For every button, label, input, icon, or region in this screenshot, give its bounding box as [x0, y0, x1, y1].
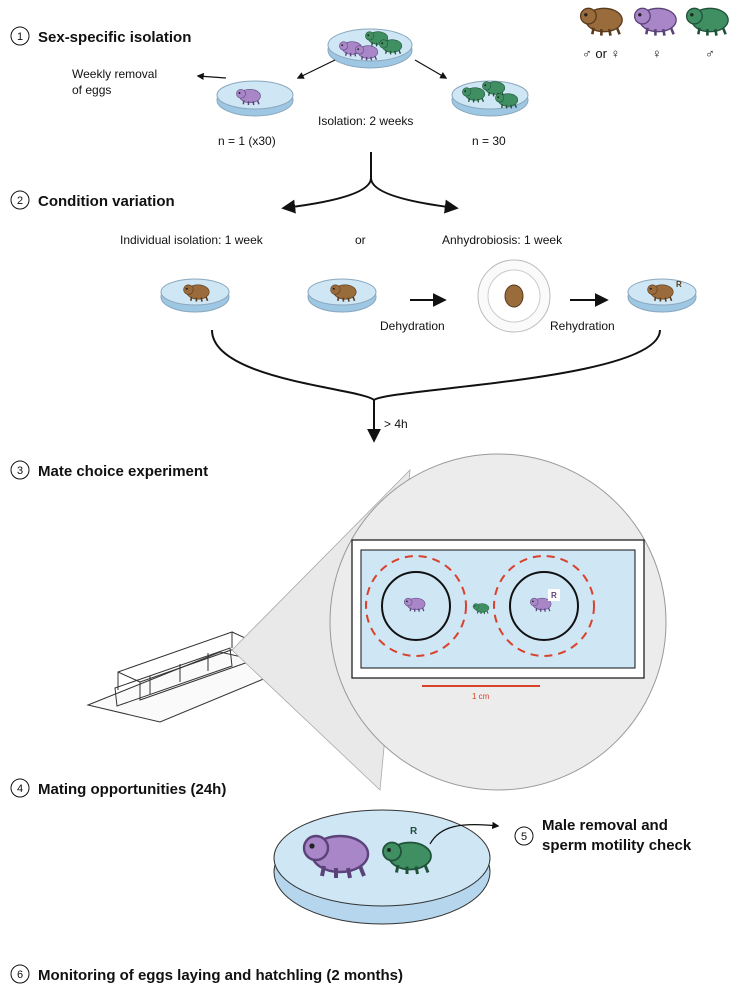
mating-dish: R — [273, 809, 491, 925]
legend: ♂ or ♀ ♀ ♂ — [579, 7, 730, 61]
rehydration-label: Rehydration — [550, 319, 615, 333]
single-dish — [216, 80, 294, 117]
r-mark-mating: R — [410, 826, 418, 837]
legend-symbol-either: ♂ or ♀ — [582, 46, 620, 61]
step-6-title: Monitoring of eggs laying and hatchling … — [38, 967, 403, 984]
weekly-removal-line2: of eggs — [72, 83, 111, 97]
step-3-number: 3 — [17, 465, 23, 477]
step-2-title: Condition variation — [38, 193, 175, 210]
step-1-number: 1 — [17, 31, 23, 43]
or-label: or — [355, 233, 366, 247]
r-mark-rehydrated: R — [676, 280, 682, 289]
isolation-label: Isolation: 2 weeks — [318, 114, 413, 128]
step-1: 1 Sex-specific isolation Weekly removal … — [10, 26, 529, 148]
step-6-number: 6 — [17, 969, 23, 981]
step-3-number-circle — [10, 460, 30, 480]
legend-purple-tardigrade — [633, 7, 678, 37]
step-4: 4 Mating opportunities (24h) R — [10, 778, 500, 925]
legend-brown-tardigrade — [579, 7, 624, 37]
step-3-title: Mate choice experiment — [38, 463, 208, 480]
time-label: > 4h — [384, 417, 408, 431]
individual-isolation-label: Individual isolation: 1 week — [120, 233, 264, 247]
male-group-dish — [451, 80, 529, 117]
step-5: 5 Male removal and sperm motility check — [514, 817, 692, 854]
step-4-title: Mating opportunities (24h) — [38, 781, 226, 798]
r-mark-arena: R — [551, 591, 557, 600]
legend-green-tardigrade — [685, 7, 730, 37]
step-3: 3 Mate choice experiment R — [10, 453, 667, 791]
isolation-dish — [160, 278, 230, 313]
tun-dish — [477, 259, 551, 333]
step-5-title-line1: Male removal and — [542, 817, 668, 834]
step-5-title-line2: sperm motility check — [542, 837, 692, 854]
step-2-number: 2 — [17, 195, 23, 207]
legend-symbol-female: ♀ — [652, 46, 662, 61]
step-4-number: 4 — [17, 783, 23, 795]
step-2: 2 Condition variation Individual isolati… — [10, 190, 697, 333]
anhydrobiosis-label: Anhydrobiosis: 1 week — [442, 233, 563, 247]
arena: R — [351, 539, 645, 679]
step-4-number-circle — [10, 778, 30, 798]
rehydrated-dish: R — [627, 278, 697, 313]
n-right: n = 30 — [472, 134, 506, 148]
step-5-number-circle — [514, 826, 534, 846]
n-left: n = 1 (x30) — [218, 134, 276, 148]
legend-symbol-male: ♂ — [705, 46, 715, 61]
scale-label: 1 cm — [472, 692, 490, 701]
step-2-number-circle — [10, 190, 30, 210]
step-6: 6 Monitoring of eggs laying and hatchlin… — [10, 964, 403, 984]
step-1-number-circle — [10, 26, 30, 46]
step-5-number: 5 — [521, 831, 527, 843]
step-1-title: Sex-specific isolation — [38, 29, 191, 46]
dehydration-label: Dehydration — [380, 319, 445, 333]
pre-dehydration-dish — [307, 278, 377, 313]
weekly-removal-line1: Weekly removal — [72, 67, 157, 81]
group-dish — [327, 28, 413, 69]
step-6-number-circle — [10, 964, 30, 984]
